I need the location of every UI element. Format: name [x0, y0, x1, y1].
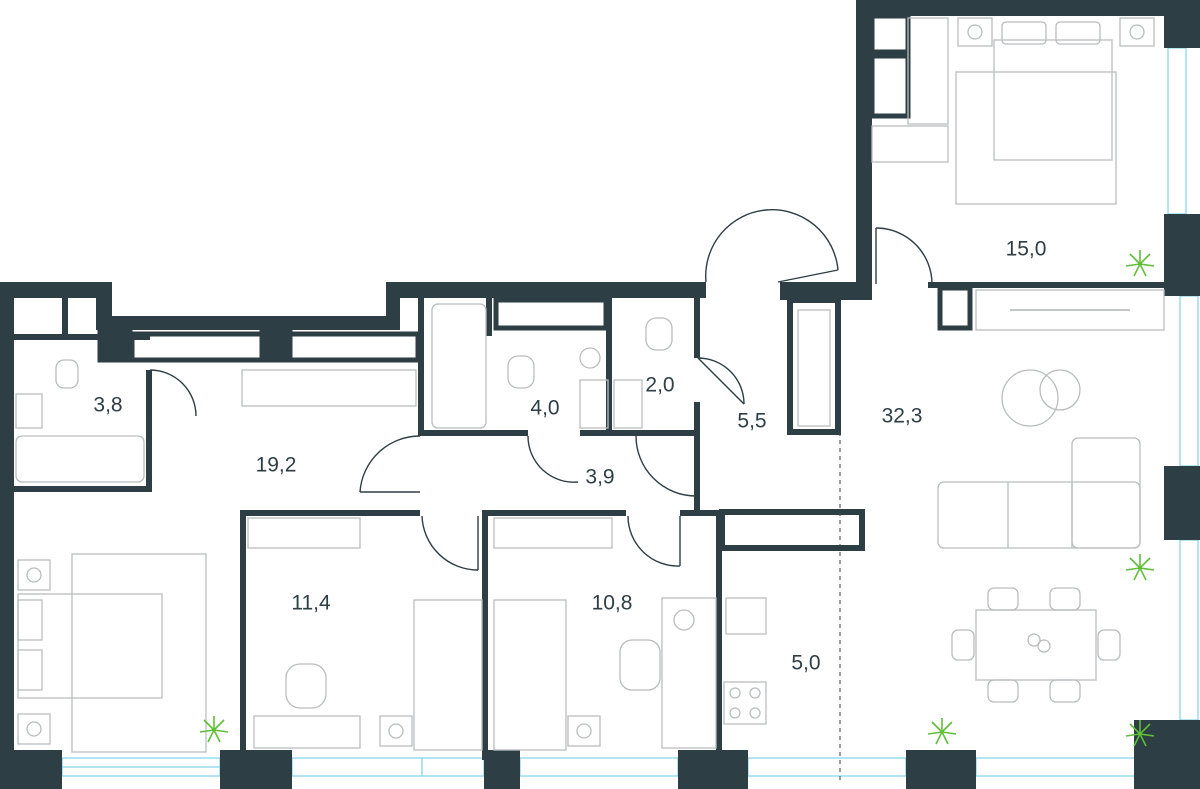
bed-icon — [413, 599, 483, 751]
bed-icon — [17, 553, 207, 753]
sofa-icon — [937, 437, 1141, 549]
plant-icon — [199, 716, 229, 743]
plant-icon — [1125, 250, 1155, 277]
plant-icon — [927, 718, 957, 745]
doors — [149, 209, 933, 571]
area-kitchen: 5,0 — [791, 652, 820, 675]
area-bathroom-center: 4,0 — [530, 397, 559, 420]
room-labels: 3,8 19,2 4,0 2,0 3,9 5,5 15,0 32,3 11,4 … — [93, 238, 1046, 675]
furniture — [15, 17, 1165, 753]
plant-icon — [1125, 720, 1155, 747]
area-living: 32,3 — [882, 405, 923, 428]
bed-icon — [955, 17, 1155, 205]
bathtub-icon — [15, 303, 487, 483]
plants — [199, 250, 1155, 747]
area-entrance: 5,5 — [737, 410, 766, 433]
area-bathroom-left: 3,8 — [93, 394, 122, 417]
area-wc: 2,0 — [645, 374, 674, 397]
toilet-icon — [55, 317, 673, 389]
sink-icon — [15, 347, 767, 635]
dining-table-icon — [951, 587, 1121, 703]
area-hall: 19,2 — [256, 454, 297, 477]
closet-hatching — [241, 17, 949, 549]
stove-icon — [723, 681, 767, 725]
area-bedroom-master: 15,0 — [1006, 238, 1047, 261]
windows — [61, 47, 1199, 777]
plant-icon — [1125, 554, 1155, 581]
bed-icon — [493, 599, 567, 751]
area-corridor: 3,9 — [585, 466, 614, 489]
area-bedroom-small-right: 10,8 — [592, 592, 633, 615]
area-bedroom-small-left: 11,4 — [291, 592, 331, 615]
desk-icon — [253, 597, 717, 749]
